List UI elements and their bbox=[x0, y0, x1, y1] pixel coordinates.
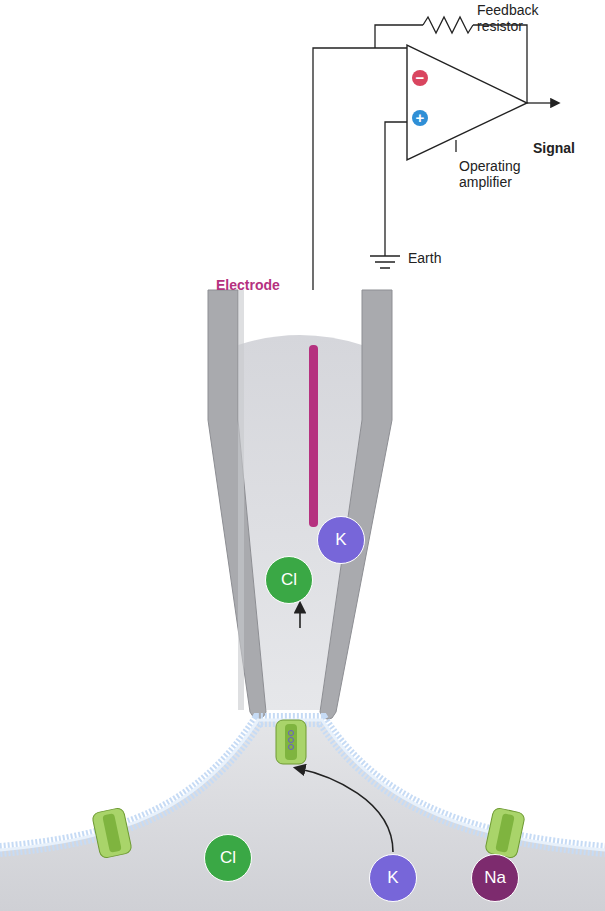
flow-arrow bbox=[296, 768, 393, 852]
part-label: Electrode bbox=[216, 277, 280, 293]
ion-symbol: K bbox=[387, 868, 398, 888]
component-label: Operating amplifier bbox=[459, 158, 539, 190]
ion-circle: K bbox=[369, 854, 417, 902]
flow-arrow bbox=[299, 604, 301, 628]
plus-terminal bbox=[412, 110, 428, 126]
ion-symbol: Cl bbox=[220, 848, 236, 868]
amplifier-symbol bbox=[407, 45, 527, 160]
ion-channel bbox=[485, 807, 526, 859]
pipette-wall bbox=[208, 290, 266, 719]
signal-name: Signal bbox=[533, 140, 575, 156]
ion-circle: Na bbox=[471, 854, 519, 902]
ground-symbol bbox=[370, 256, 400, 268]
ion-symbol: K bbox=[335, 530, 346, 550]
ion-symbol: Cl bbox=[281, 570, 297, 590]
terminal-sign: − bbox=[416, 69, 425, 86]
ion-channel bbox=[92, 807, 133, 859]
ion-circle: Cl bbox=[265, 556, 313, 604]
electrode-rod bbox=[309, 345, 318, 527]
ion-channel bbox=[276, 720, 306, 764]
component-label: Feedback resistor bbox=[477, 2, 557, 34]
leader-line bbox=[455, 140, 456, 152]
terminal-sign: + bbox=[416, 109, 425, 126]
ion-symbol: Na bbox=[484, 868, 506, 888]
component-label: Earth bbox=[408, 250, 441, 266]
cell-body bbox=[0, 720, 605, 911]
minus-terminal bbox=[412, 70, 428, 86]
pipette-wall bbox=[320, 290, 392, 719]
ion-circle: Cl bbox=[204, 834, 252, 882]
resistor-symbol bbox=[423, 17, 473, 33]
ion-circle: K bbox=[317, 516, 365, 564]
